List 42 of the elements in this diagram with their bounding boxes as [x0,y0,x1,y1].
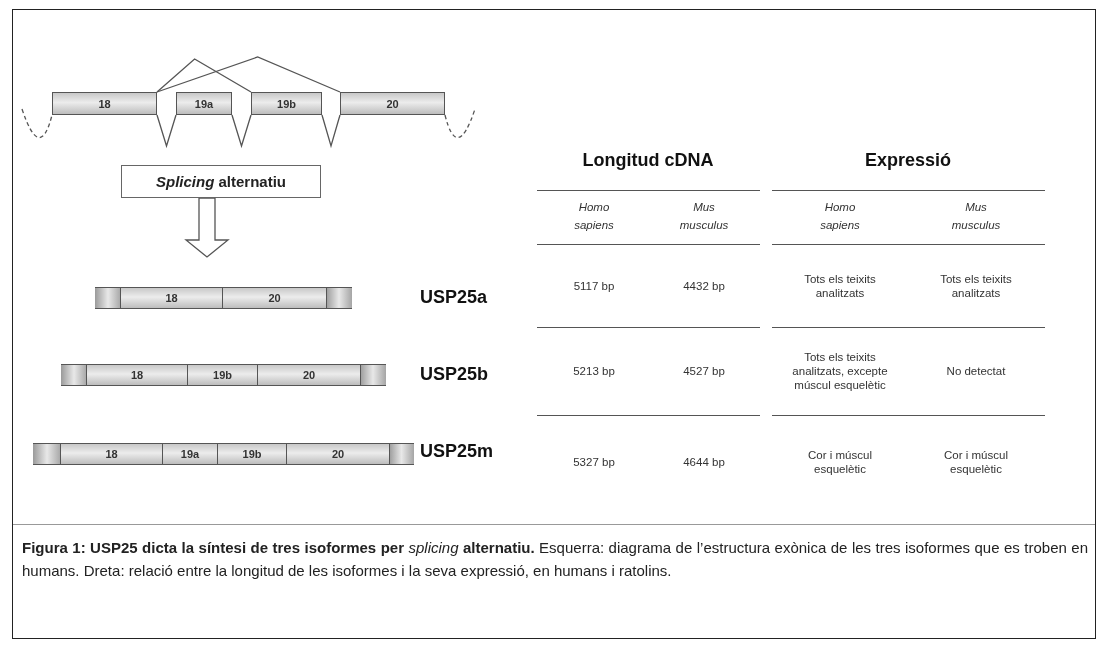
species-header: Homo sapiens [573,200,615,233]
table-cell-text: No detectat [945,364,1007,378]
isoform-name: USP25b [420,364,489,385]
isoform-name: USP25a [420,287,488,308]
exon-box: 18 [120,287,223,309]
exon-box: 20 [286,443,390,465]
table-cell-text: 5327 bp [572,455,616,469]
exon-box: 19a [162,443,218,465]
table-cell-text: 4432 bp [682,279,726,293]
table-cell-text: 4527 bp [682,364,726,378]
table-cell-text: Cor i múscul esquelètic [943,448,1009,476]
exon-box: 18 [52,92,157,115]
species-header: Mus musculus [678,200,730,233]
dashed-splice-line [21,108,53,139]
splice-line [321,114,341,149]
dashed-splice-line [444,108,476,139]
table-cell-text: Cor i múscul esquelètic [807,448,873,476]
exon-box: 19b [217,443,287,465]
isoform-name: USP25m [420,441,494,462]
exon-box: 20 [222,287,327,309]
species-header: Homo sapiens [819,200,861,233]
exon-box: 20 [340,92,445,115]
exon-box: 18 [86,364,188,386]
exon-box: 20 [257,364,361,386]
exon-box: 18 [60,443,163,465]
table-cell-text: 4644 bp [682,455,726,469]
table-cell-text: 5213 bp [572,364,616,378]
exon-box: 19b [187,364,258,386]
splice-line [156,114,177,149]
table-cell-text: Tots els teixits analitzats [803,272,877,300]
splice-line [156,58,252,93]
splice-line [156,56,341,93]
exon-box: 19b [251,92,322,115]
table-cell-text: Tots els teixits analitzats [939,272,1013,300]
table-cell-text: 5117 bp [572,279,616,293]
block-arrow [184,197,230,258]
exon-box: 19a [176,92,232,115]
process-box: Splicing alternatiu [121,165,321,198]
splice-line [231,114,252,149]
species-header: Mus musculus [950,200,1002,233]
table-cell-text: Tots els teixits analitzats, excepte múscul esquelètic [791,350,889,392]
figure-caption: Figura 1: USP25 dicta la síntesi de tres isoformes per splicing alternatiu. Esquerra: diagrama de l’estructura exònica de les tres isoformes que es troben en humans. Dreta: relació entre la longitud de les isoformes i la seva expressió, en humans i ratolins. [22,538,1088,581]
